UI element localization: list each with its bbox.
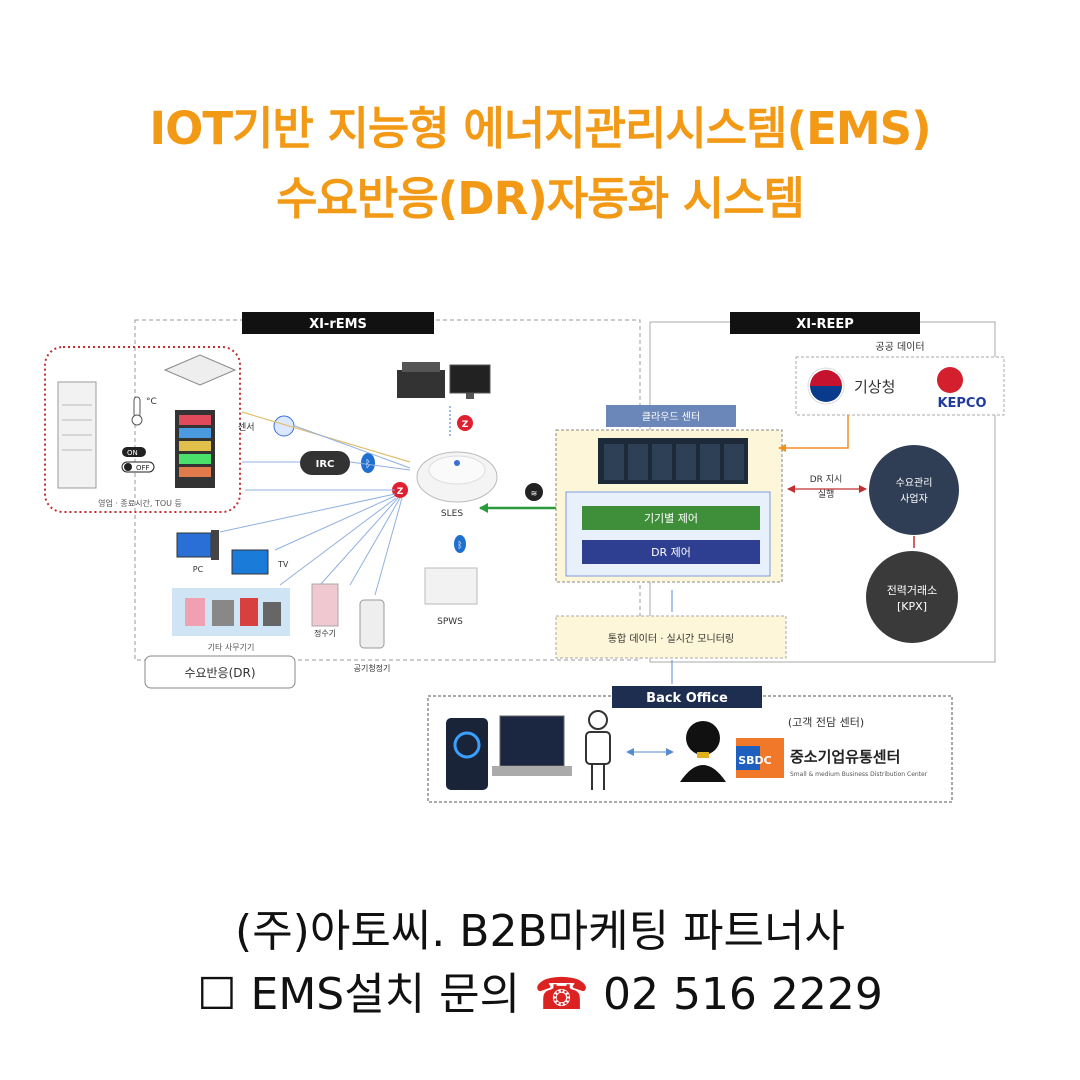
svg-text:ᛒ: ᛒ: [365, 459, 371, 470]
control-box: [565, 491, 771, 577]
thermometer-icon: [133, 396, 141, 418]
back-office-text: Back Office: [646, 691, 728, 706]
integrated-data-box: [555, 615, 787, 659]
xi-rems-label-bg: [242, 312, 434, 334]
sbdc-logo-icon: [736, 738, 784, 778]
demand-response-box: [144, 655, 296, 689]
irc-icon: [300, 451, 350, 475]
sensor-label: 센서: [238, 422, 255, 433]
bluetooth-icon: [361, 453, 375, 473]
demand-response-text: 수요반응(DR): [184, 666, 255, 680]
dr-instruction-label: DR 지시: [810, 474, 843, 485]
cloud-center-label: 클라우드 센터: [642, 411, 700, 423]
bluetooth-icon: [454, 535, 466, 553]
telephone-icon: ☎: [534, 969, 589, 1020]
kma-logo-icon: [807, 367, 845, 405]
spws-icon: [424, 567, 478, 605]
back-office-label-bg: [612, 686, 762, 708]
irc-text: IRC: [316, 459, 335, 470]
phone-number[interactable]: 02 516 2229: [602, 969, 883, 1020]
laptop-icon: [499, 715, 565, 767]
building-appliances-box: [44, 346, 241, 513]
standing-ac-icon: [57, 381, 97, 489]
xi-reep-frame: [649, 321, 996, 663]
sles-hub-icon: [416, 451, 498, 503]
person-icon: [588, 710, 608, 730]
server-rack-icon: [598, 438, 748, 484]
inquiry-line: ☐ EMS설치 문의 ☎ 02 516 2229: [0, 958, 1080, 1022]
pc-text: PC: [193, 565, 204, 574]
demand-operator-2-text: 사업자: [900, 492, 928, 505]
sbdc-english-name: Small & medium Business Distribution Cen…: [790, 771, 928, 778]
device-control-text: 기기별 제어: [644, 512, 698, 525]
kpx-2-text: [KPX]: [897, 600, 927, 613]
on-text: ON: [127, 449, 138, 457]
device-control-bar: [582, 506, 760, 530]
showcase-fridge-icon: [175, 410, 215, 488]
customer-center-label: (고객 전담 센터): [788, 716, 864, 729]
title-line-2: 수요반응(DR)자동화 시스템: [276, 172, 805, 225]
office-devices-icon: [172, 588, 290, 636]
xi-rems-label: XI-rEMS: [309, 317, 367, 332]
water-purifier-text: 정수기: [314, 628, 336, 638]
sbdc-label: SBDC: [738, 754, 772, 767]
sles-label: SLES: [441, 509, 463, 519]
sensor-icon: [273, 415, 295, 437]
svg-text:≋: ≋: [531, 489, 538, 498]
title-line-1: IOT기반 지능형 에너지관리시스템(EMS): [149, 102, 931, 155]
dr-control-bar: [582, 540, 760, 564]
monitor-icon: [449, 364, 491, 394]
cloud-center-label-bg: [606, 405, 736, 427]
kepco-logo-icon: [937, 367, 963, 393]
xi-rems-frame: [134, 319, 641, 661]
off-switch-icon: [121, 461, 155, 473]
inquiry-text: EMS설치 문의: [250, 969, 521, 1020]
kepco-label: KEPCO: [937, 396, 986, 411]
off-text: OFF: [136, 464, 150, 472]
demand-operator-circle: [869, 445, 959, 535]
dr-execution-label: 실행: [818, 488, 835, 500]
svg-text:Z: Z: [397, 487, 404, 497]
back-office-box: [427, 695, 953, 803]
kpx-circle: [866, 551, 958, 643]
public-data-box: [795, 356, 1005, 416]
call-agent-icon: [686, 721, 720, 755]
pc-icon: [176, 532, 212, 558]
sbdc-name: 중소기업유통센터: [790, 748, 900, 766]
zigbee-icon: [392, 482, 408, 498]
public-data-label: 공공 데이터: [875, 341, 924, 353]
svg-text:ᛒ: ᛒ: [457, 540, 462, 551]
svg-text:°C: °C: [146, 397, 157, 407]
ops-hours-label: 영업 · 종료시간, TOU 등: [98, 498, 182, 508]
xi-reep-label: XI-REEP: [796, 317, 854, 332]
tv-text: TV: [277, 560, 289, 569]
xi-reep-label-bg: [730, 312, 920, 334]
tv-icon: [231, 549, 269, 575]
on-switch-icon: [122, 447, 146, 457]
zigbee-icon: [457, 415, 473, 431]
cloud-center-box: [555, 429, 783, 583]
water-purifier-icon: [311, 583, 339, 627]
spws-label: SPWS: [437, 617, 463, 627]
company-line: (주)아토씨. B2B마케팅 파트너사: [235, 906, 845, 957]
checkbox-icon: ☐: [197, 969, 237, 1020]
kma-label: 기상청: [854, 378, 895, 396]
kpx-1-text: 전력거래소: [887, 584, 938, 597]
other-office-label: 기타 사무기기: [208, 643, 255, 652]
integrated-data-text: 통합 데이터 · 실시간 모니터링: [608, 633, 734, 645]
printer-icon: [397, 370, 445, 398]
ceiling-ac-icon: [163, 354, 237, 386]
wifi-icon: [525, 483, 543, 501]
svg-text:Z: Z: [462, 420, 469, 430]
air-purifier-text: 공기청정기: [354, 663, 391, 673]
smartphone-icon: [446, 718, 488, 790]
air-purifier-icon: [359, 599, 385, 649]
demand-operator-1-text: 수요관리: [896, 477, 933, 489]
dr-control-text: DR 제어: [651, 546, 691, 559]
